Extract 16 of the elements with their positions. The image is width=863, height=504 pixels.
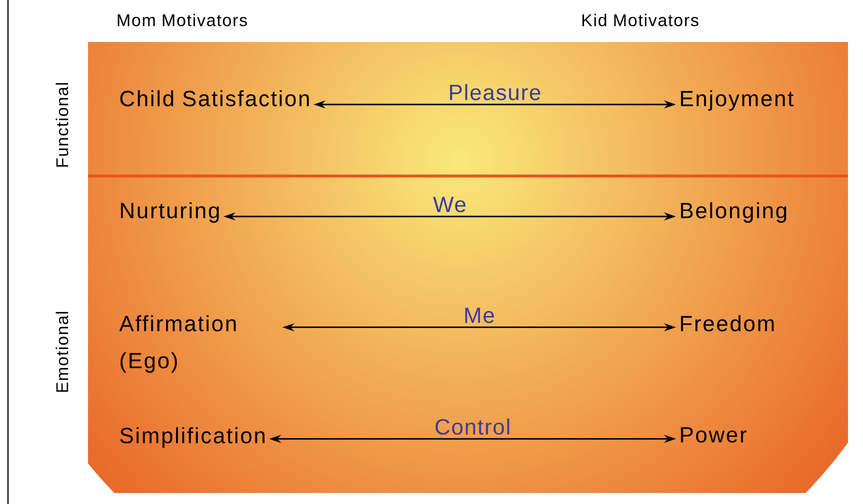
row-label: Emotional [56,312,68,392]
row-text: Power [681,427,746,443]
edge-label: We [433,196,466,212]
row-text: Simplification [120,427,264,448]
row-label: Functional [56,83,68,167]
row-text: Enjoyment [681,90,794,111]
row-text: Child Satisfaction [120,90,309,106]
row-text: Freedom [681,315,774,332]
column-header: Mom Motivators [118,14,247,26]
row-text: Affirmation (Ego) [119,315,236,373]
edge-label: Control [436,418,510,435]
column-header: Kid Motivators [582,14,698,26]
edge-label: Pleasure [450,84,540,100]
row-text: Belonging [681,202,786,223]
row-text: Nurturing [121,202,219,223]
edge-label: Me [465,308,494,324]
